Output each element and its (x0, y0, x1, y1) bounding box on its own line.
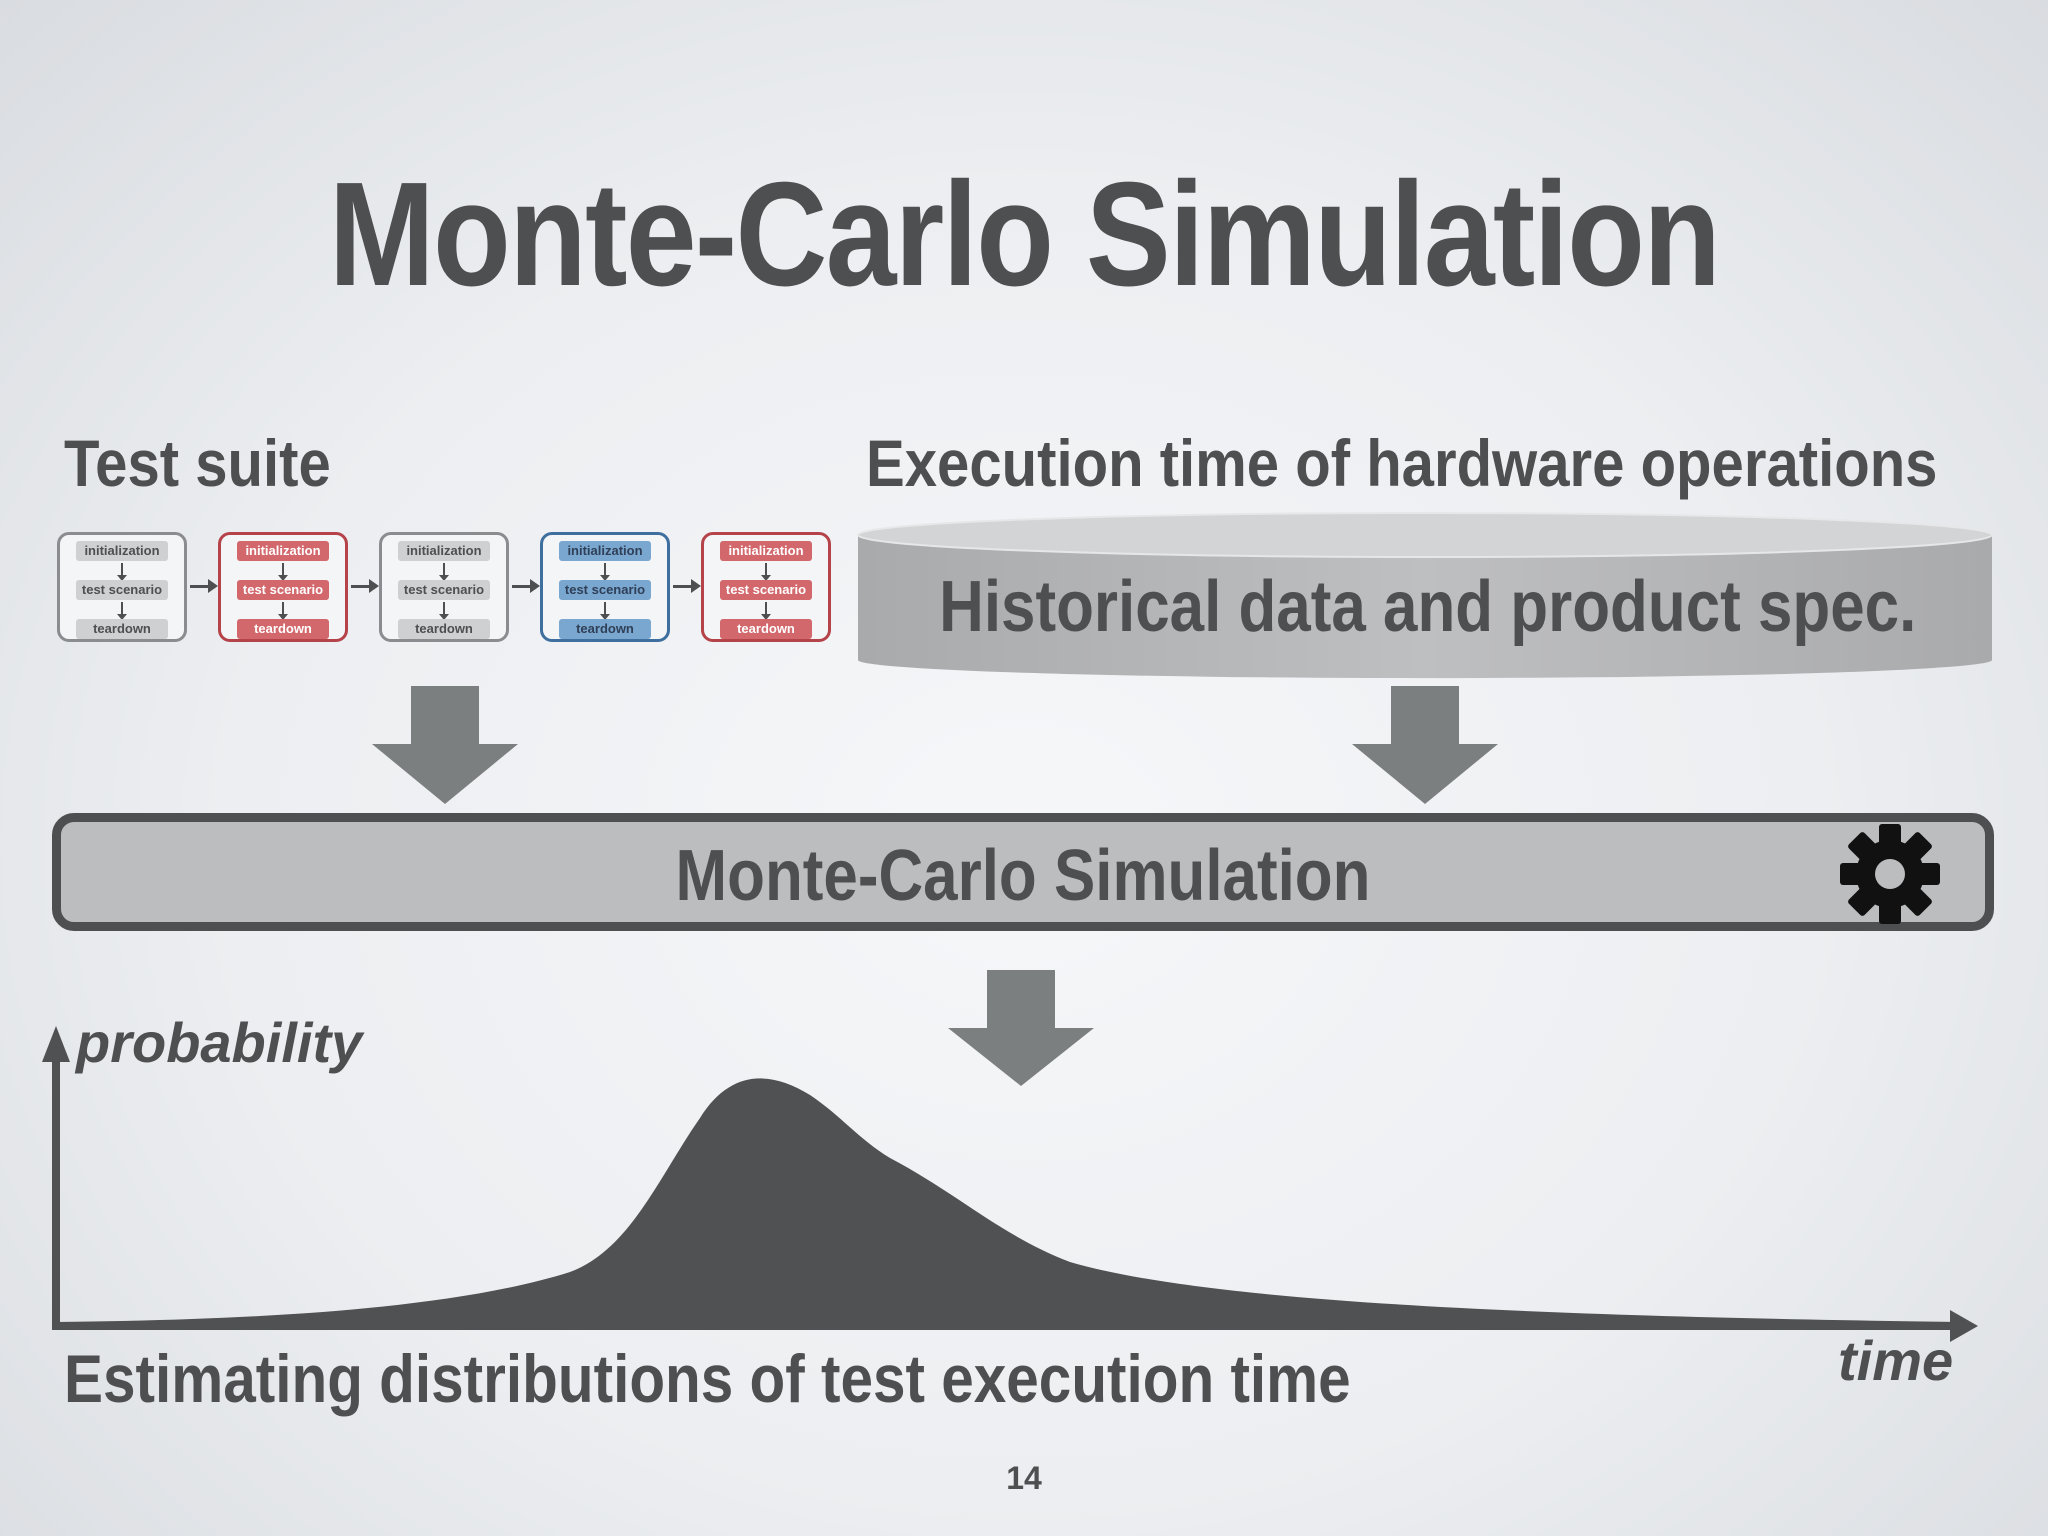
sequence-arrow (512, 579, 540, 593)
step-arrow (278, 602, 288, 620)
step-initialization: initialization (237, 541, 329, 561)
caption: Estimating distributions of test executi… (64, 1341, 1351, 1417)
step-test-scenario: test scenario (559, 580, 651, 600)
test-case-5: initialization test scenario teardown (701, 532, 831, 642)
test-suite-heading: Test suite (64, 426, 331, 500)
sequence-arrow (351, 579, 379, 593)
step-arrow (600, 602, 610, 620)
step-test-scenario: test scenario (720, 580, 812, 600)
step-arrow (600, 563, 610, 581)
y-axis-label: probability (76, 1011, 363, 1074)
step-arrow (278, 563, 288, 581)
gear-icon (1840, 824, 1940, 924)
database-cylinder (857, 512, 1993, 679)
test-case-1: initialization test scenario teardown (57, 532, 187, 642)
distribution-plot (42, 1026, 1978, 1342)
step-arrow (761, 602, 771, 620)
step-arrow (439, 563, 449, 581)
step-teardown: teardown (237, 619, 329, 639)
step-arrow (117, 563, 127, 581)
database-label: Historical data and product spec. (939, 567, 1917, 647)
step-teardown: teardown (398, 619, 490, 639)
step-teardown: teardown (559, 619, 651, 639)
sequence-arrow (190, 579, 218, 593)
sequence-arrow (673, 579, 701, 593)
down-arrow-center (948, 970, 1094, 1086)
x-axis-arrowhead (1950, 1310, 1978, 1342)
step-arrow (761, 563, 771, 581)
step-test-scenario: test scenario (237, 580, 329, 600)
step-test-scenario: test scenario (398, 580, 490, 600)
simulation-box (52, 813, 1994, 931)
slide-title: Monte-Carlo Simulation (328, 152, 1721, 317)
step-initialization: initialization (720, 541, 812, 561)
step-arrow (117, 602, 127, 620)
test-case-4: initialization test scenario teardown (540, 532, 670, 642)
y-axis-arrowhead (42, 1026, 70, 1062)
down-arrow-left (372, 686, 518, 804)
step-teardown: teardown (76, 619, 168, 639)
test-case-2: initialization test scenario teardown (218, 532, 348, 642)
step-initialization: initialization (398, 541, 490, 561)
page-number: 14 (1006, 1460, 1042, 1496)
simulation-label: Monte-Carlo Simulation (675, 836, 1371, 916)
step-arrow (439, 602, 449, 620)
execution-time-heading: Execution time of hardware operations (866, 426, 1938, 500)
down-arrow-right (1352, 686, 1498, 804)
step-initialization: initialization (559, 541, 651, 561)
x-axis-label: time (1838, 1329, 1954, 1392)
distribution-curve (56, 1078, 1960, 1326)
step-teardown: teardown (720, 619, 812, 639)
step-initialization: initialization (76, 541, 168, 561)
test-case-3: initialization test scenario teardown (379, 532, 509, 642)
step-test-scenario: test scenario (76, 580, 168, 600)
